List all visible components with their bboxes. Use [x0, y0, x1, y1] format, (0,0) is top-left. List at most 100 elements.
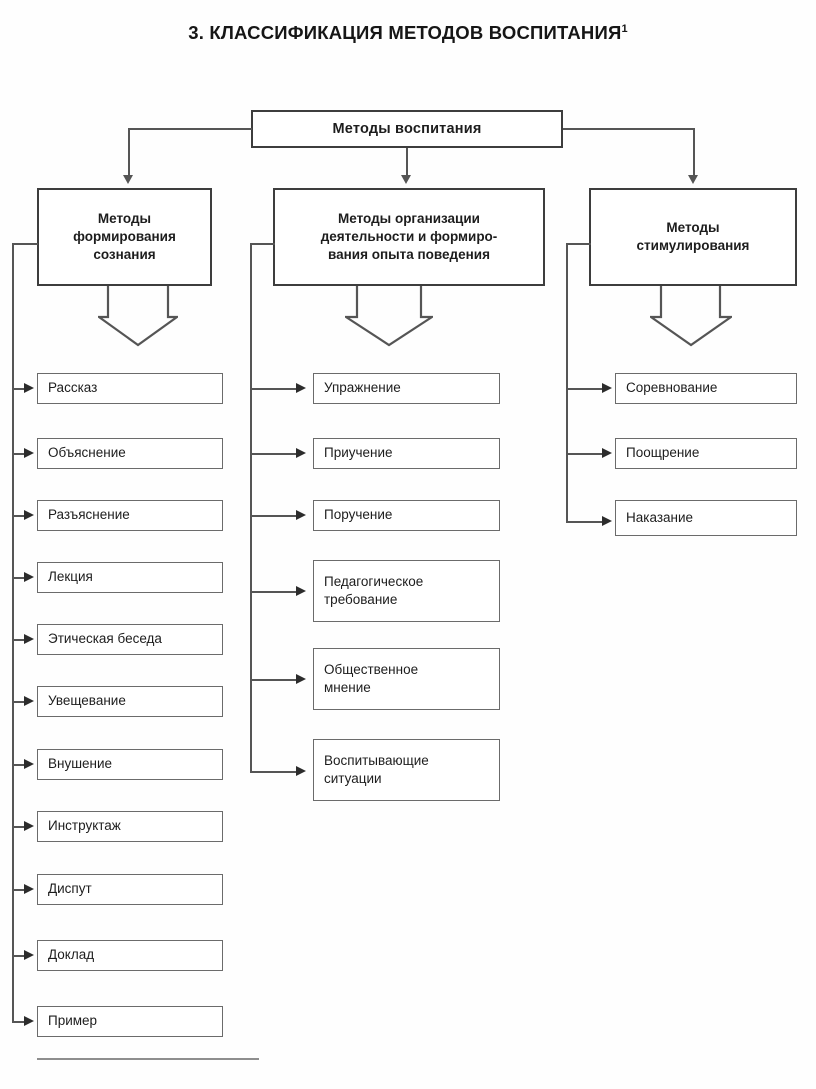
- method-node-lekciya[interactable]: Лекция: [37, 562, 223, 593]
- method-node-uveshchevanie[interactable]: Увещевание: [37, 686, 223, 717]
- method-label-line: мнение: [324, 680, 371, 695]
- method-label-line: Поручение: [324, 507, 393, 523]
- method-label-line: Приучение: [324, 445, 393, 461]
- method-node-sorevnovanie[interactable]: Соревнование: [615, 373, 797, 404]
- method-node-instruktazh[interactable]: Инструктаж: [37, 811, 223, 842]
- method-label-line: Доклад: [48, 947, 95, 963]
- method-label-line: Соревнование: [626, 380, 718, 396]
- branch-left-6: [12, 701, 26, 703]
- branch-left-4: [12, 577, 26, 579]
- arrow-right-middle-1-icon: [296, 383, 306, 393]
- spine-stub-left: [12, 243, 38, 245]
- method-node-primer[interactable]: Пример: [37, 1006, 223, 1037]
- method-label-line: Объяснение: [48, 445, 126, 461]
- category-label-line: Методы: [97, 210, 152, 226]
- arrow-right-right-1-icon: [602, 383, 612, 393]
- connector-root-to-middle: [406, 148, 408, 176]
- arrow-right-middle-4-icon: [296, 586, 306, 596]
- block-arrow-down-stimulation-icon: [650, 285, 732, 347]
- spine-left: [12, 243, 14, 1023]
- method-node-doklad[interactable]: Доклад: [37, 940, 223, 971]
- connector-root-to-right-drop: [693, 128, 695, 176]
- method-node-poruchenie[interactable]: Поручение: [313, 500, 500, 531]
- method-label-line: ситуации: [324, 771, 382, 786]
- arrow-right-left-11-icon: [24, 1016, 34, 1026]
- method-label-line: Наказание: [626, 509, 694, 525]
- method-node-obshchestvennoe-mnenie[interactable]: Общественное мнение: [313, 648, 500, 710]
- branch-right-2: [566, 453, 604, 455]
- method-node-uprazhnenie[interactable]: Упражнение: [313, 373, 500, 404]
- page-title: 3. КЛАССИФИКАЦИЯ МЕТОДОВ ВОСПИТАНИЯ1: [0, 22, 816, 44]
- connector-root-to-right: [563, 128, 694, 130]
- method-node-vnushenie[interactable]: Внушение: [37, 749, 223, 780]
- method-label-line: Упражнение: [324, 380, 401, 396]
- method-label-line: Рассказ: [48, 380, 98, 396]
- method-label-line: Лекция: [48, 569, 93, 585]
- branch-middle-6: [250, 771, 298, 773]
- arrow-right-left-2-icon: [24, 448, 34, 458]
- branch-middle-4: [250, 591, 298, 593]
- branch-right-3: [566, 521, 604, 523]
- branch-left-10: [12, 955, 26, 957]
- branch-middle-5: [250, 679, 298, 681]
- arrow-root-to-right-icon: [688, 175, 698, 184]
- branch-middle-3: [250, 515, 298, 517]
- method-label-line: Увещевание: [48, 693, 126, 709]
- arrow-root-to-middle-icon: [401, 175, 411, 184]
- arrow-right-right-3-icon: [602, 516, 612, 526]
- method-node-nakazanie[interactable]: Наказание: [615, 500, 797, 536]
- method-label-line: Педагогическое: [324, 573, 424, 589]
- category-label-line: сознания: [93, 247, 156, 263]
- arrow-right-left-8-icon: [24, 821, 34, 831]
- category-label-line: Методы: [666, 219, 720, 235]
- category-label-line: формирования: [73, 228, 176, 244]
- arrow-right-left-5-icon: [24, 634, 34, 644]
- arrow-right-left-10-icon: [24, 950, 34, 960]
- arrow-right-right-2-icon: [602, 448, 612, 458]
- arrow-right-left-4-icon: [24, 572, 34, 582]
- arrow-right-left-1-icon: [24, 383, 34, 393]
- branch-middle-1: [250, 388, 298, 390]
- arrow-right-middle-6-icon: [296, 766, 306, 776]
- category-node-consciousness[interactable]: Методы формирования сознания: [37, 188, 212, 286]
- arrow-root-to-left-icon: [123, 175, 133, 184]
- category-node-activity-organization[interactable]: Методы организации деятельности и формир…: [273, 188, 545, 286]
- method-label-line: Пример: [48, 1013, 98, 1029]
- arrow-right-middle-3-icon: [296, 510, 306, 520]
- connector-root-to-left-drop: [128, 128, 130, 176]
- method-node-pedagogicheskoe-trebovanie[interactable]: Педагогическое требование: [313, 560, 500, 622]
- method-node-vospityvayushchie-situacii[interactable]: Воспитывающие ситуации: [313, 739, 500, 801]
- method-label-line: Разъяснение: [48, 507, 130, 523]
- connector-root-to-left: [128, 128, 252, 130]
- footnote-separator: [37, 1058, 259, 1060]
- page-title-text: 3. КЛАССИФИКАЦИЯ МЕТОДОВ ВОСПИТАНИЯ: [188, 22, 622, 43]
- method-node-obyasnenie[interactable]: Объяснение: [37, 438, 223, 469]
- method-label-line: Диспут: [48, 881, 92, 897]
- category-label-line: деятельности и формиро-: [320, 228, 498, 244]
- root-node-label: Методы воспитания: [332, 121, 482, 137]
- category-label-line: Методы организации: [338, 210, 480, 226]
- branch-left-5: [12, 639, 26, 641]
- method-node-eticheskaya-beseda[interactable]: Этическая беседа: [37, 624, 223, 655]
- branch-left-11: [12, 1021, 26, 1023]
- method-node-razyasnenie[interactable]: Разъяснение: [37, 500, 223, 531]
- category-node-stimulation[interactable]: Методы стимулирования: [589, 188, 797, 286]
- branch-left-3: [12, 515, 26, 517]
- arrow-right-middle-2-icon: [296, 448, 306, 458]
- method-node-rasskaz[interactable]: Рассказ: [37, 373, 223, 404]
- method-label-line: Внушение: [48, 756, 113, 772]
- spine-stub-right: [566, 243, 591, 245]
- category-label-line: стимулирования: [636, 238, 750, 253]
- method-node-priuchenie[interactable]: Приучение: [313, 438, 500, 469]
- block-arrow-down-activity-icon: [345, 285, 433, 347]
- root-node-methods-of-upbringing[interactable]: Методы воспитания: [251, 110, 563, 148]
- branch-right-1: [566, 388, 604, 390]
- arrow-right-left-6-icon: [24, 696, 34, 706]
- arrow-right-left-9-icon: [24, 884, 34, 894]
- method-node-disput[interactable]: Диспут: [37, 874, 223, 905]
- category-label-line: вания опыта поведения: [328, 247, 490, 263]
- branch-left-7: [12, 764, 26, 766]
- spine-stub-middle: [250, 243, 275, 245]
- method-node-pooshchrenie[interactable]: Поощрение: [615, 438, 797, 469]
